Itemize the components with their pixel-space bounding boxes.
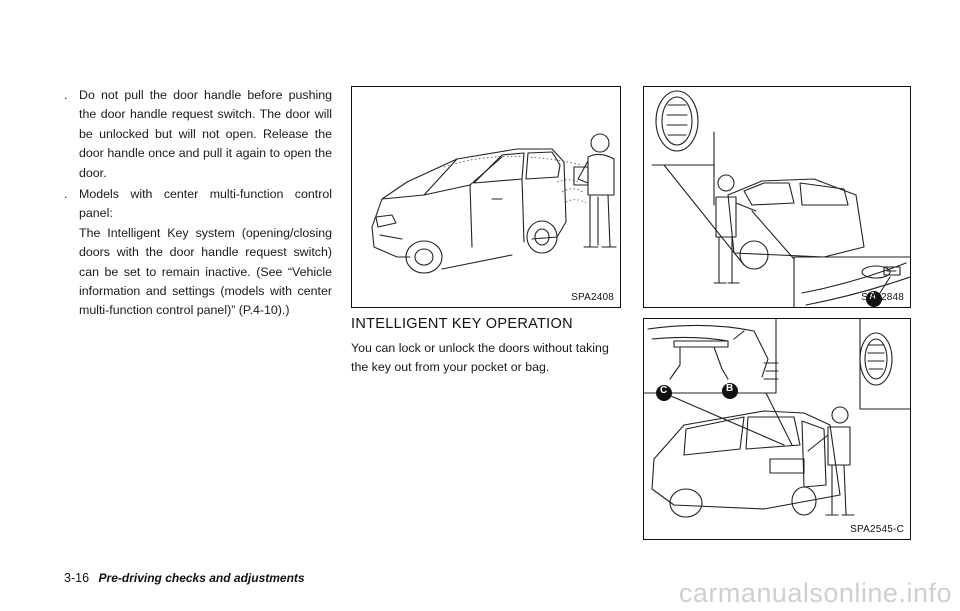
minivan-person-illustration (371, 133, 617, 274)
bullet-subparagraph: The Intelligent Key system (opening/clos… (79, 225, 332, 318)
back-door-illustration (644, 319, 910, 518)
door-handle-illustration (651, 90, 910, 307)
figure-door-handle-switch: A SPA2848 (643, 86, 911, 308)
page-footer: 3-16 Pre-driving checks and adjustments (64, 571, 305, 585)
bullet-item: . Do not pull the door handle before pus… (64, 86, 332, 183)
watermark: carmanualsonline.info (678, 578, 952, 608)
figure-code: SPA2545-C (850, 524, 904, 535)
figure-back-door-switch: B C SPA2545-C (643, 318, 911, 540)
page-number: 3-16 (64, 571, 90, 585)
callout-c: C (660, 385, 668, 396)
callout-b: B (726, 383, 734, 394)
figure-minivan-key-range: SPA2408 (351, 86, 621, 308)
left-column: . Do not pull the door handle before pus… (64, 86, 332, 321)
section-body: You can lock or unlock the doors without… (351, 341, 609, 374)
figure-code: SPA2848 (861, 292, 904, 303)
callout-a: A (869, 291, 877, 302)
bullet-marker: . (64, 187, 68, 202)
section-heading: INTELLIGENT KEY OPERATION (351, 316, 573, 332)
bullet-item: . Models with center multi-function cont… (64, 185, 332, 321)
figure-code: SPA2408 (571, 292, 614, 303)
chapter-title: Pre-driving checks and adjustments (98, 571, 305, 585)
bullet-text: Do not pull the door handle before pushi… (79, 88, 332, 180)
bullet-text: Models with center multi-function contro… (79, 187, 332, 221)
bullet-marker: . (64, 88, 68, 102)
